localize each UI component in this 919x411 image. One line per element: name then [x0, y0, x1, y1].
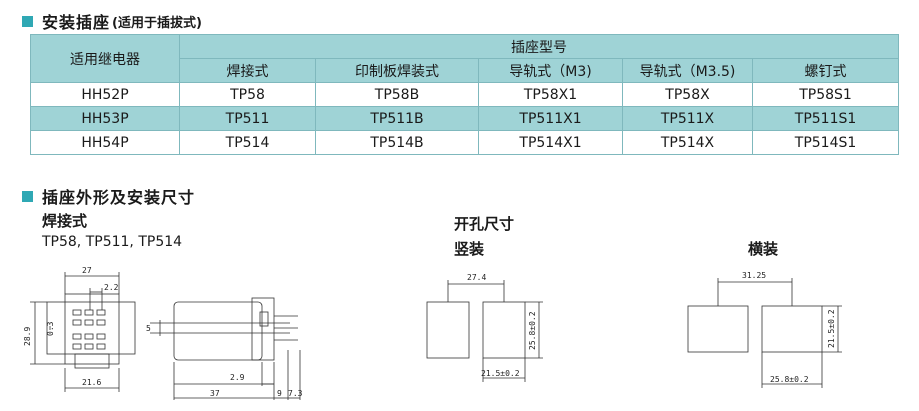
section-title-socket: 安装插座 (适用于插拔式)	[22, 9, 202, 33]
dim-2-9: 2.9	[230, 373, 245, 382]
section-title-dimensions: 插座外形及安装尺寸	[22, 184, 195, 208]
dim-21-5-v: 21.5±0.2	[481, 369, 520, 378]
socket-front-drawing: 27 2.2 28.9 0.3 21.6	[23, 266, 136, 392]
cell: TP58X	[622, 82, 753, 107]
cell-relay: HH53P	[30, 106, 180, 131]
socket-side-drawing: 5 2.9 37 9 7.3	[146, 297, 303, 400]
cell: TP58X1	[478, 82, 623, 107]
cell: TP514X	[622, 130, 753, 155]
cell-relay: HH54P	[30, 130, 180, 155]
dim-27-4: 27.4	[467, 273, 486, 282]
cutout-title: 开孔尺寸	[454, 215, 515, 233]
cell: TP514X1	[478, 130, 623, 155]
cell: TP514	[179, 130, 316, 155]
cell: TP58B	[315, 82, 479, 107]
table-subheader-row: 焊接式 印制板焊装式 导轨式（M3) 导轨式（M3.5) 螺钉式	[31, 58, 900, 83]
section-title-main: 插座外形及安装尺寸	[42, 188, 196, 207]
cell: TP511S1	[751, 106, 900, 131]
cell-relay: HH52P	[30, 82, 180, 107]
solder-models: TP58, TP511, TP514	[42, 234, 183, 250]
cutout-vertical-drawing: 27.4 25.8±0.2 21.5±0.2	[426, 273, 543, 382]
cutout-horizontal-drawing: 31.25 21.5±0.2 25.8±0.2	[687, 271, 842, 388]
header-relay: 适用继电器	[30, 34, 180, 83]
section-marker-icon	[22, 15, 33, 27]
cell: TP511	[179, 106, 316, 131]
cutout-vertical-label: 竖装	[454, 240, 485, 258]
section-title-sub: (适用于插拔式)	[112, 15, 202, 31]
header-col: 印制板焊装式	[315, 58, 479, 83]
socket-table: 适用继电器 插座型号 焊接式 印制板焊装式 导轨式（M3) 导轨式（M3.5) …	[30, 34, 900, 155]
solder-type-title: 焊接式	[42, 212, 88, 230]
cell: TP58S1	[751, 82, 900, 107]
dim-0-3: 0.3	[46, 321, 55, 336]
table-row: HH53P TP511 TP511B TP511X1 TP511X TP511S…	[30, 106, 900, 131]
table-header-row: 适用继电器 插座型号	[30, 34, 900, 83]
header-col: 导轨式（M3)	[478, 58, 623, 83]
cell: TP511X	[622, 106, 753, 131]
header-col: 焊接式	[179, 58, 316, 83]
cell: TP511B	[315, 106, 479, 131]
cell: TP511X1	[478, 106, 623, 131]
dim-25-8-v: 25.8±0.2	[528, 311, 537, 350]
header-socket-model: 插座型号	[178, 34, 900, 59]
dim-31-25: 31.25	[742, 271, 766, 280]
header-col: 导轨式（M3.5)	[622, 58, 753, 83]
header-col: 螺钉式	[751, 58, 900, 83]
dim-27: 27	[82, 266, 92, 275]
table-row: HH52P TP58 TP58B TP58X1 TP58X TP58S1	[30, 82, 900, 107]
dim-7-3: 7.3	[288, 389, 303, 398]
section-title-main: 安装插座	[42, 13, 111, 32]
dim-25-8-h: 25.8±0.2	[770, 375, 809, 384]
dim-2-2: 2.2	[104, 283, 119, 292]
cell: TP514S1	[751, 130, 900, 155]
cutout-horizontal-label: 横装	[748, 240, 779, 258]
cell: TP514B	[315, 130, 479, 155]
cell: TP58	[179, 82, 316, 107]
dim-9: 9	[277, 389, 282, 398]
table-row: HH54P TP514 TP514B TP514X1 TP514X TP514S…	[30, 130, 900, 155]
dim-21-6: 21.6	[82, 378, 101, 387]
dim-21-5-h: 21.5±0.2	[827, 309, 836, 348]
dim-28-9: 28.9	[23, 327, 32, 346]
section-marker-icon	[22, 190, 33, 202]
dim-37: 37	[210, 389, 220, 398]
dim-5: 5	[146, 324, 151, 333]
